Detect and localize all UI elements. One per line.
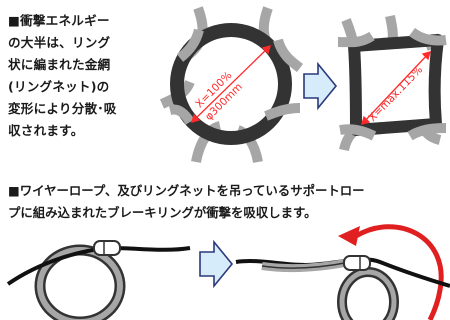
arrowhead [421, 51, 431, 61]
arrowhead [361, 115, 371, 125]
arrowhead [191, 113, 201, 123]
transition-arrow-icon [199, 239, 234, 289]
motion-arrowhead-icon [338, 226, 360, 246]
text-line: 収されます。 [8, 123, 84, 138]
motion-arc-icon [354, 224, 444, 320]
wire-strand [273, 38, 303, 73]
arrowhead [261, 45, 271, 55]
brake-ring-description: ■ワイヤーロープ、及びリングネットを吊っているサポートロー プに組み込まれたブレ… [8, 180, 448, 224]
ring-net-description: ■衝撃エネルギー の大半は、リング 状に編まれた金網 (リングネット)の 変形に… [8, 10, 156, 142]
text-line: 変形により分散･吸 [8, 101, 117, 116]
ring-after-diagram: X=max.115% [337, 15, 447, 152]
wire-strand [409, 27, 447, 46]
text-line: (リングネット)の [8, 79, 110, 94]
ring-circle [170, 23, 292, 145]
text-line: ■衝撃エネルギー [8, 13, 110, 28]
text-line: ■ワイヤーロープ、及びリングネットを吊っているサポートロー [8, 183, 365, 198]
brake-ring-clamp [93, 240, 121, 256]
brake-ring-before-diagram [6, 240, 191, 320]
dimension-label-max: X=max.115% [366, 64, 425, 124]
wire-strand [339, 124, 377, 141]
wire-strand [407, 123, 447, 141]
brake-ring-clamp [343, 255, 371, 271]
wire-strand [337, 31, 375, 48]
brake-ring-after-diagram [235, 224, 450, 320]
transition-arrow-icon [303, 61, 338, 111]
wire-strand [176, 28, 204, 62]
dimension-line [191, 45, 271, 123]
dimension-line [361, 51, 431, 125]
ring-before-diagram: X=100% φ300mm [159, 6, 303, 164]
wire-strand [264, 103, 301, 121]
text-line: プに組み込まれたブレーキリングが衝撃を吸収します。 [8, 205, 317, 220]
text-line: の大半は、リング [8, 35, 111, 50]
wire-strand [168, 104, 195, 125]
text-line: 状に編まれた金網 [8, 57, 111, 72]
